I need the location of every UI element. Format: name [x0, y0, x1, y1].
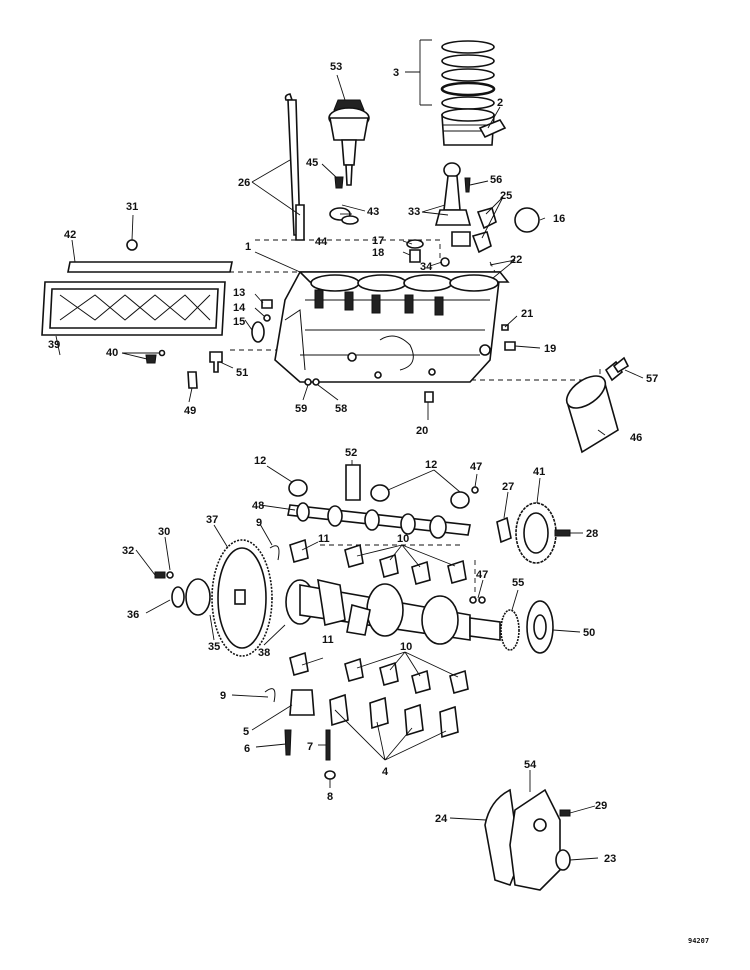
main-bearings-lower [264, 651, 469, 703]
callout-23: 23 [604, 853, 616, 865]
callout-9-upper: 9 [256, 517, 262, 529]
callout-50: 50 [583, 627, 595, 639]
dipstick [284, 93, 305, 241]
callout-6: 6 [244, 743, 250, 755]
callout-26: 26 [238, 177, 250, 189]
callout-25: 25 [500, 190, 512, 202]
callout-42: 42 [64, 229, 76, 241]
callout-1: 1 [245, 241, 251, 253]
callout-37: 37 [206, 514, 218, 526]
distributor [328, 99, 370, 186]
piston-rings [440, 40, 496, 110]
callout-12-left: 12 [254, 455, 266, 467]
callout-53: 53 [330, 61, 342, 73]
callout-52: 52 [345, 447, 357, 459]
side-cover [41, 239, 233, 364]
callout-47-lower: 47 [476, 569, 488, 581]
callout-44: 44 [315, 236, 328, 248]
callout-31: 31 [126, 201, 138, 213]
callout-35: 35 [208, 641, 220, 653]
callout-7: 7 [307, 741, 313, 753]
callout-58: 58 [335, 403, 347, 415]
camshaft-bearings [288, 464, 479, 509]
callout-4: 4 [382, 766, 389, 778]
callout-22: 22 [510, 254, 522, 266]
callout-34: 34 [420, 261, 433, 273]
cylinder-block [274, 271, 510, 383]
leader-lines [55, 39, 644, 861]
callout-2: 2 [497, 97, 503, 109]
callout-47-upper: 47 [470, 461, 482, 473]
callout-15: 15 [233, 316, 245, 328]
callout-56: 56 [490, 174, 502, 186]
callout-21: 21 [521, 308, 533, 320]
callout-5: 5 [243, 726, 249, 738]
callout-36: 36 [127, 609, 139, 621]
callout-33: 33 [408, 206, 420, 218]
callout-18: 18 [372, 247, 384, 259]
callout-45: 45 [306, 157, 318, 169]
callout-3: 3 [393, 67, 399, 79]
filler-cap [514, 207, 540, 233]
callout-13: 13 [233, 287, 245, 299]
callout-38: 38 [258, 647, 270, 659]
camshaft [287, 502, 471, 539]
callout-43: 43 [367, 206, 379, 218]
block-fittings [187, 299, 516, 403]
callout-10-upper: 10 [397, 533, 409, 545]
small-hardware-upper [329, 176, 471, 267]
callout-11-upper: 11 [318, 533, 330, 545]
oil-filter [565, 356, 630, 454]
cam-gear [496, 502, 571, 564]
callout-14: 14 [233, 302, 246, 314]
main-bearings-upper [269, 538, 467, 585]
main-bearing-caps [289, 689, 459, 739]
cap-bolts [284, 729, 336, 780]
callout-32: 32 [122, 545, 134, 557]
callout-12-right: 12 [425, 459, 437, 471]
callout-49: 49 [184, 405, 196, 417]
drawing-number: 94207 [688, 937, 709, 945]
callout-27: 27 [502, 481, 514, 493]
callout-8: 8 [327, 791, 333, 803]
callout-54: 54 [524, 759, 537, 771]
callout-40: 40 [106, 347, 118, 359]
callout-16: 16 [553, 213, 565, 225]
callout-20: 20 [416, 425, 428, 437]
callout-9-lower: 9 [220, 690, 226, 702]
callout-57: 57 [646, 373, 658, 385]
callout-17: 17 [372, 235, 384, 247]
callout-labels: 1 2 3 4 5 6 7 8 9 9 10 10 11 11 12 12 13… [48, 61, 709, 945]
callout-24: 24 [435, 813, 448, 825]
flywheel [154, 539, 273, 657]
callout-41: 41 [533, 466, 545, 478]
callout-51: 51 [236, 367, 248, 379]
callout-30: 30 [158, 526, 170, 538]
crankshaft [285, 578, 501, 645]
callout-11-lower: 11 [322, 634, 334, 646]
piston [441, 108, 507, 146]
timing-cover [484, 788, 571, 891]
callout-39: 39 [48, 339, 60, 351]
callout-48: 48 [252, 500, 264, 512]
callout-46: 46 [630, 432, 642, 444]
crank-pulley [469, 596, 554, 654]
callout-59: 59 [295, 403, 307, 415]
callout-55: 55 [512, 577, 524, 589]
callout-10-lower: 10 [400, 641, 412, 653]
callout-29: 29 [595, 800, 607, 812]
connecting-rod [434, 162, 472, 247]
callout-28: 28 [586, 528, 598, 540]
rod-bearing-halves [471, 207, 497, 254]
callout-19: 19 [544, 343, 556, 355]
